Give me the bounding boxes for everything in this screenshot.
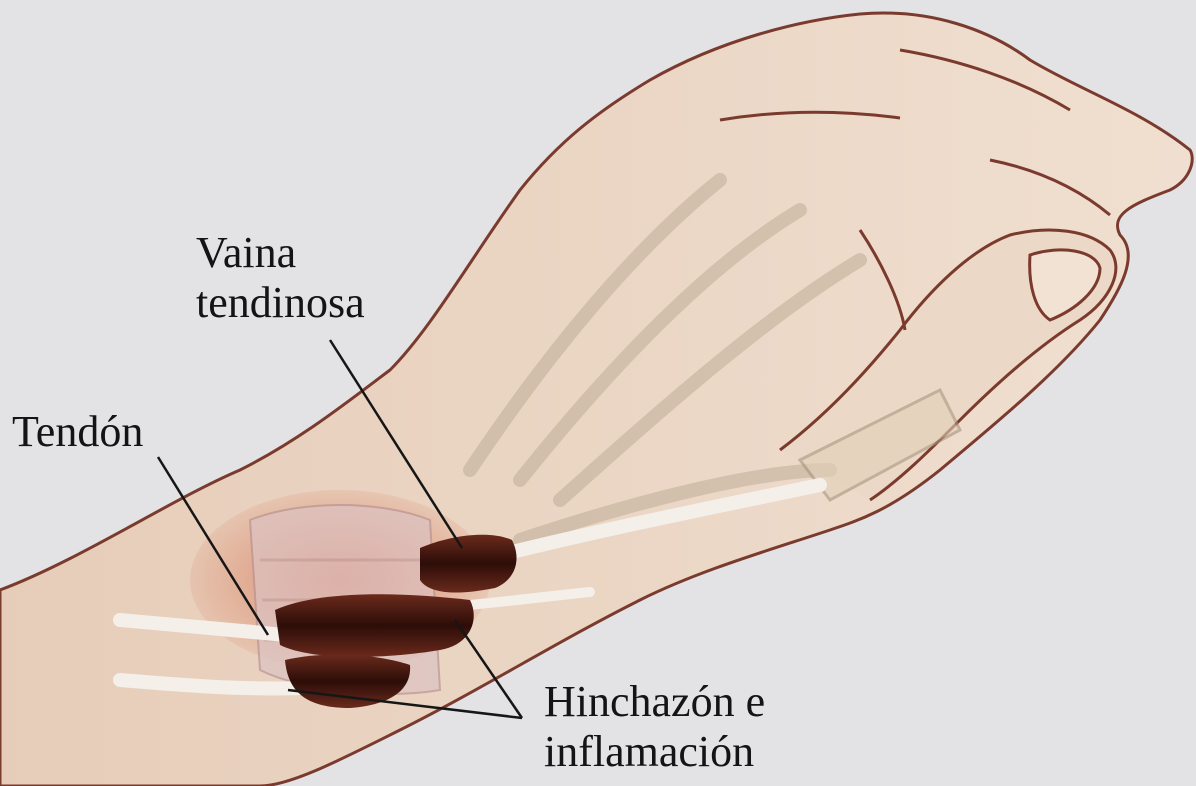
label-tendon-sheath-line2: tendinosa: [196, 278, 365, 328]
label-tendon-text: Tendón: [12, 407, 143, 457]
label-tendon-sheath-line1: Vaina: [196, 228, 365, 278]
label-tendon: Tendón: [12, 407, 143, 457]
label-swelling-line1: Hinchazón e: [544, 677, 765, 727]
label-swelling-line2: inflamación: [544, 727, 765, 777]
inflamed-sheath-lower: [275, 594, 474, 657]
label-swelling-inflammation: Hinchazón e inflamación: [544, 677, 765, 777]
label-tendon-sheath: Vaina tendinosa: [196, 228, 365, 328]
inflamed-sheath-upper: [420, 535, 517, 593]
